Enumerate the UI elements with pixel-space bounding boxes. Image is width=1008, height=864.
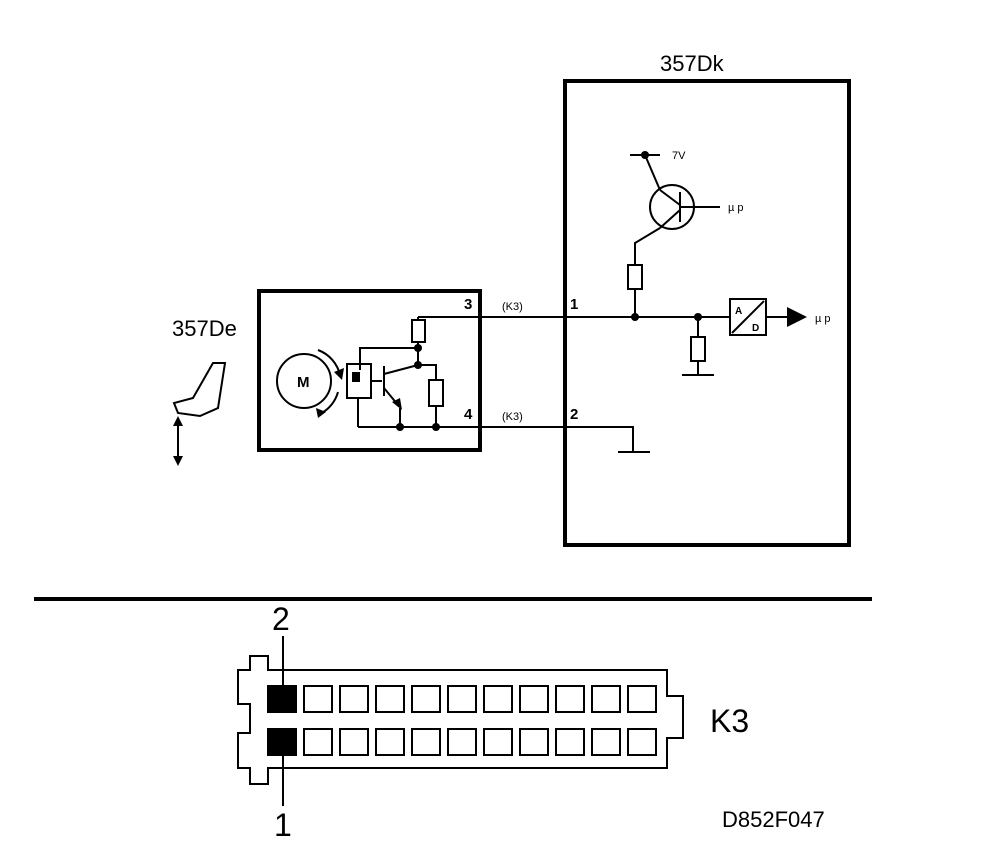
wire-connector-label-top: (K3) (502, 301, 523, 313)
connector-cell (627, 728, 657, 756)
micro-label-mid: µ p (815, 313, 831, 325)
sensor-node-a (414, 344, 422, 352)
sensor-resistor-right (428, 379, 444, 407)
hall-element-inner (352, 372, 360, 382)
connector-cell (339, 685, 369, 713)
connector-pin1-label: 1 (274, 807, 292, 843)
sensor-node-d (432, 423, 440, 431)
connector-cell (447, 728, 477, 756)
ground-wire (480, 426, 634, 452)
adc-label-d: D (752, 323, 759, 334)
transistor-to-resistor (634, 227, 661, 265)
ecu-pulldown-resistor (690, 336, 706, 362)
ecu-module-box (563, 79, 851, 547)
connector-cell (591, 728, 621, 756)
supply-to-transistor (644, 154, 661, 191)
connector-cell (303, 728, 333, 756)
sensor-node-c (396, 423, 404, 431)
connector-pin2-label: 2 (272, 601, 290, 637)
connector-cell (267, 685, 297, 713)
adc-label-a: A (735, 306, 742, 317)
connector-cell (411, 728, 441, 756)
connector-name-label: K3 (710, 703, 749, 739)
resistor-right-lead (418, 364, 437, 380)
seat-icon (172, 362, 227, 466)
sensor-module-label: 357De (172, 316, 237, 341)
connector-cell (483, 685, 513, 713)
ecu-pin-2: 2 (570, 406, 578, 423)
connector-cell (267, 728, 297, 756)
connector-cell (555, 728, 585, 756)
connector-cell (303, 685, 333, 713)
ecu-transistor-emitter (659, 209, 681, 229)
ecu-transistor-collector (659, 189, 681, 206)
connector-cell (519, 728, 549, 756)
connector-cell (339, 728, 369, 756)
ecu-pullup-resistor (627, 264, 643, 290)
micro-label-top: µ p (728, 202, 744, 214)
wire-connector-label-bottom: (K3) (502, 411, 523, 423)
connector-cell (447, 685, 477, 713)
supply-voltage-label: 7V (672, 150, 686, 162)
connector-cell (411, 685, 441, 713)
connector-cell (555, 685, 585, 713)
connector-cell (483, 728, 513, 756)
figure-code: D852F047 (722, 807, 825, 832)
connector-cell (627, 685, 657, 713)
connector-cell (375, 685, 405, 713)
motor-icon (276, 353, 332, 409)
connector-k3-outline (237, 655, 684, 785)
ecu-module-label: 357Dk (660, 51, 725, 76)
ecu-pin-1: 1 (570, 296, 578, 313)
connector-row-top (267, 685, 657, 713)
sensor-transistor-collector (383, 364, 419, 375)
connector-row-bottom (267, 728, 657, 756)
sensor-resistor-top (411, 319, 426, 343)
sensor-pin-3: 3 (464, 296, 472, 313)
connector-cell (591, 685, 621, 713)
motor-label: M (297, 374, 310, 391)
connector-cell (519, 685, 549, 713)
sensor-module-box (257, 289, 482, 452)
adc-diagonal (731, 300, 765, 334)
connector-cell (375, 728, 405, 756)
sensor-upper-wire (359, 347, 418, 370)
sensor-pin-4: 4 (464, 406, 473, 423)
